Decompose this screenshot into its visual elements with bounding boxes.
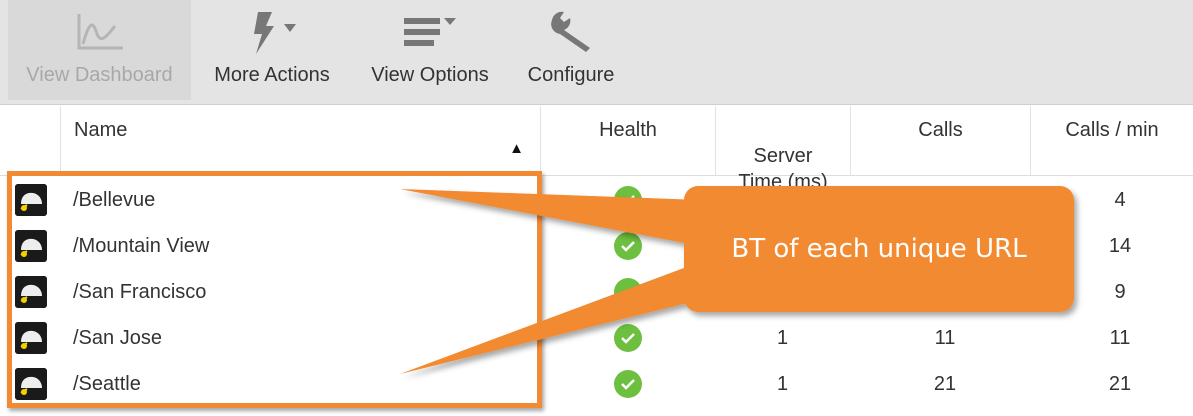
row-calls: 11 [934,326,956,349]
column-header-server-time[interactable]: Server Time (ms) [715,106,850,193]
row-calls-per-min: 21 [1108,372,1132,395]
view-dashboard-label: View Dashboard [26,64,173,86]
row-name: /Seattle [73,372,141,395]
health-ok-icon [613,186,642,214]
row-calls-per-min: 9 [1114,280,1126,303]
view-options-button[interactable]: View Options [356,0,504,100]
highlight-box [7,171,542,408]
row-name: /Bellevue [73,188,156,211]
column-header-name-label: Name [74,119,128,141]
view-options-label: View Options [371,64,489,86]
column-header-calls-per-min-label: Calls / min [1065,119,1159,141]
table-header: Name ▲ Health Server Time (ms) Calls Cal… [0,106,1193,193]
row-name: /San Francisco [73,280,207,303]
row-server-time: 1 [776,372,789,395]
configure-button[interactable]: Configure [515,0,627,100]
column-header-health-label: Health [599,119,657,141]
business-transaction-icon [15,368,47,400]
wrench-icon [551,11,590,52]
configure-label: Configure [527,64,615,86]
column-header-health[interactable]: Health [540,106,715,176]
health-ok-icon [613,278,642,306]
row-name: /Mountain View [73,234,210,257]
row-calls-per-min: 4 [1114,188,1126,211]
row-server-time: 1 [776,326,789,349]
callout-label: BT of each unique URL [731,234,1027,264]
business-transaction-icon [15,322,47,354]
sort-ascending-icon: ▲ [509,140,524,157]
column-header-calls-label: Calls [918,119,963,141]
column-header-name[interactable]: Name ▲ [60,106,540,176]
table-row[interactable]: /Seattle 1 21 21 [0,361,1193,407]
more-actions-button[interactable]: More Actions [200,0,344,100]
health-ok-icon [613,324,642,352]
lightning-icon [254,12,296,54]
business-transaction-icon [15,230,47,262]
column-header-calls-per-min[interactable]: Calls / min [1030,106,1193,176]
row-calls: 21 [933,372,957,395]
column-header-calls[interactable]: Calls [850,106,1030,176]
row-name: /San Jose [73,326,162,349]
business-transaction-icon [15,276,47,308]
chart-line-icon [77,14,123,50]
row-calls-per-min: 11 [1109,326,1131,349]
business-transaction-icon [15,184,47,216]
row-calls-per-min: 14 [1108,234,1132,257]
toolbar: View Dashboard More Actions View Options [0,0,1193,105]
list-options-icon [404,18,456,46]
view-dashboard-button[interactable]: View Dashboard [8,0,191,100]
more-actions-label: More Actions [214,64,330,86]
health-ok-icon [613,232,642,260]
health-ok-icon [613,370,642,398]
